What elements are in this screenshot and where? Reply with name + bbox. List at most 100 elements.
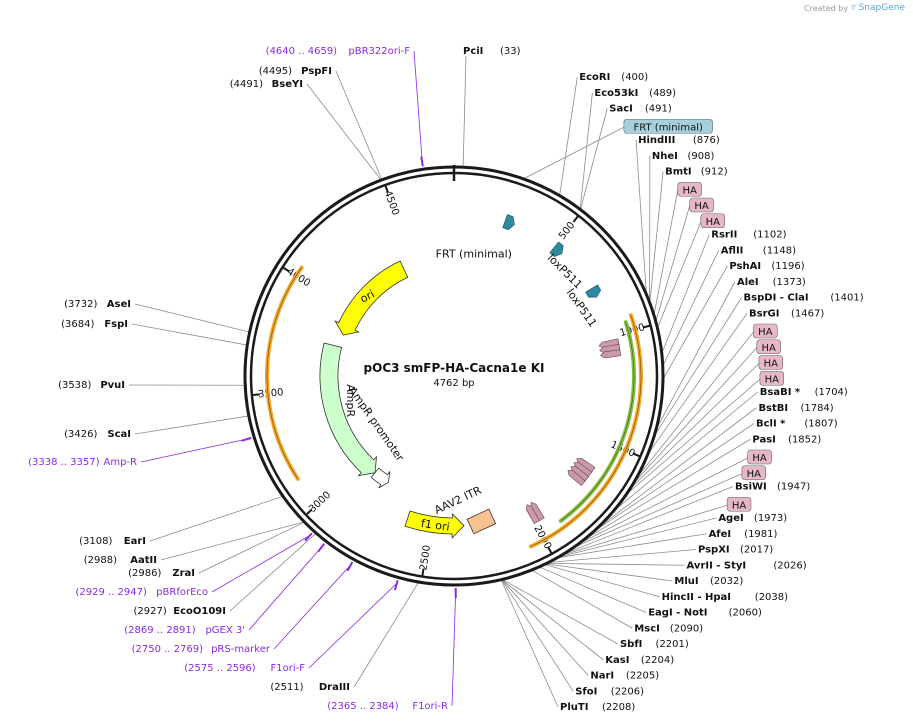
enzyme-label[interactable]: BseYI(4491) bbox=[230, 79, 303, 90]
enzyme-position: (1102) bbox=[753, 230, 786, 241]
enzyme-label[interactable]: FspI(3684) bbox=[61, 319, 128, 330]
leader-line bbox=[306, 83, 381, 180]
tag-text: HA bbox=[752, 453, 767, 464]
tag-label[interactable]: HA bbox=[689, 197, 714, 213]
primer-label[interactable]: F1ori-R(2365 .. 2384) bbox=[327, 701, 448, 712]
tag-label[interactable]: FRT (minimal) bbox=[623, 118, 713, 134]
enzyme-position: (2032) bbox=[710, 576, 743, 587]
enzyme-name: BstBI bbox=[758, 403, 788, 414]
feature-label: AmpR bbox=[344, 384, 357, 417]
tag-label[interactable]: HA bbox=[759, 370, 785, 386]
primer-name: pBR322ori-F bbox=[348, 46, 410, 57]
tag-box bbox=[759, 370, 785, 386]
feature-shape bbox=[502, 214, 515, 231]
enzyme-label[interactable]: PspXI(2017) bbox=[698, 545, 773, 556]
enzyme-label[interactable]: AatII(2988) bbox=[84, 555, 157, 566]
enzyme-label[interactable]: BmtI(912) bbox=[665, 167, 728, 178]
enzyme-label[interactable]: SfoI(2206) bbox=[575, 686, 644, 697]
leader-line bbox=[577, 473, 743, 547]
enzyme-label[interactable]: SbfI(2201) bbox=[620, 639, 689, 650]
primer-position: (2929 .. 2947) bbox=[75, 587, 147, 598]
primer-label[interactable]: F1ori-F(2575 .. 2596) bbox=[184, 663, 305, 674]
primer-name: F1ori-R bbox=[412, 701, 448, 712]
enzyme-label[interactable]: PasI(1852) bbox=[752, 434, 821, 445]
enzyme-label[interactable]: PciI(33) bbox=[463, 46, 521, 57]
primer-label[interactable]: pBR322ori-F(4640 .. 4659) bbox=[266, 46, 411, 57]
tag-label[interactable]: HA bbox=[700, 213, 726, 229]
primer-mark bbox=[241, 436, 252, 442]
enzyme-label[interactable]: AvrII - StyI(2026) bbox=[687, 560, 807, 571]
enzyme-label[interactable]: PshAI(1196) bbox=[729, 261, 804, 272]
enzyme-label[interactable]: Eco53kI(489) bbox=[594, 88, 676, 99]
enzyme-name: AatII bbox=[130, 555, 157, 566]
tag-label[interactable]: HA bbox=[753, 323, 778, 339]
primer-mark bbox=[346, 561, 354, 572]
leader-line bbox=[134, 415, 248, 435]
enzyme-name: BclI * bbox=[756, 419, 786, 430]
feature-loxp511[interactable]: loxP511 bbox=[545, 241, 585, 291]
enzyme-label[interactable]: ZraI(2986) bbox=[128, 568, 195, 579]
tag-text: HA bbox=[761, 343, 776, 354]
enzyme-label[interactable]: AseI(3732) bbox=[64, 299, 131, 310]
enzyme-label[interactable]: PvuI(3538) bbox=[58, 380, 125, 391]
enzyme-label[interactable]: HindIII(876) bbox=[638, 135, 720, 146]
enzyme-label[interactable]: AfeI(1981) bbox=[709, 529, 778, 540]
enzyme-label[interactable]: BsiWI(1947) bbox=[735, 482, 810, 493]
enzyme-label[interactable]: EagI - NotI(2060) bbox=[648, 608, 762, 619]
enzyme-label[interactable]: DraIII(2511) bbox=[270, 682, 350, 693]
feature-ori[interactable]: ori bbox=[334, 260, 409, 336]
primer-label[interactable]: Amp-R(3338 .. 3357) bbox=[28, 457, 137, 468]
enzyme-label[interactable]: MscI(2090) bbox=[634, 623, 703, 634]
enzyme-position: (489) bbox=[649, 88, 676, 99]
enzyme-label[interactable]: ScaI(3426) bbox=[64, 429, 131, 440]
tag-label[interactable]: HA bbox=[747, 449, 772, 465]
enzyme-label[interactable]: BstBI(1784) bbox=[758, 403, 833, 414]
credit-brand: SnapGene bbox=[858, 3, 905, 13]
tag-label[interactable]: HA bbox=[677, 181, 702, 197]
enzyme-label[interactable]: NarI(2205) bbox=[590, 671, 659, 682]
green-arc-right-outline bbox=[560, 322, 635, 522]
primer-mark bbox=[304, 532, 313, 542]
leader-line bbox=[502, 579, 604, 661]
enzyme-label[interactable]: EcoO109I(2927) bbox=[134, 606, 226, 617]
enzyme-label[interactable]: NheI(908) bbox=[652, 151, 715, 162]
enzyme-label[interactable]: EarI(3108) bbox=[79, 536, 146, 547]
tag-label[interactable]: HA bbox=[741, 465, 766, 481]
tag-label[interactable]: HA bbox=[756, 339, 781, 355]
primer-position: (3338 .. 3357) bbox=[28, 457, 100, 468]
enzyme-label[interactable]: MluI (2032) bbox=[674, 576, 743, 587]
enzyme-name: FspI bbox=[104, 319, 128, 330]
primer-label[interactable]: pGEX 3'(2869 .. 2891) bbox=[124, 625, 245, 636]
enzyme-label[interactable]: SacI(491) bbox=[609, 104, 672, 115]
enzyme-label[interactable]: BspDI - ClaI(1401) bbox=[744, 293, 864, 304]
enzyme-position: (2204) bbox=[641, 655, 674, 666]
enzyme-name: MluI bbox=[674, 576, 698, 587]
feature-loxp511[interactable]: loxP511 bbox=[564, 284, 603, 330]
leader-line bbox=[617, 391, 759, 508]
enzyme-label[interactable]: AflII(1148) bbox=[721, 245, 796, 256]
enzyme-label[interactable]: BsaBI *(1704) bbox=[760, 387, 848, 398]
enzyme-label[interactable]: AgeI(1973) bbox=[718, 513, 787, 524]
feature-ampr[interactable]: AmpR bbox=[319, 342, 378, 477]
primer-label[interactable]: pBRforEco(2929 .. 2947) bbox=[75, 587, 208, 598]
primer-mark bbox=[420, 156, 424, 167]
feature-frt-minimal-[interactable]: FRT (minimal) bbox=[436, 214, 517, 261]
enzyme-position: (2927) bbox=[134, 606, 167, 617]
tag-label[interactable]: HA bbox=[726, 496, 752, 512]
enzyme-name: BmtI bbox=[665, 167, 692, 178]
enzyme-label[interactable]: EcoRI(400) bbox=[579, 72, 648, 83]
enzyme-label[interactable]: PluTI(2208) bbox=[560, 702, 635, 713]
enzyme-label[interactable]: RsrII(1102) bbox=[711, 230, 786, 241]
tag-label[interactable]: HA bbox=[758, 355, 784, 370]
leader-line bbox=[198, 522, 304, 574]
enzyme-label[interactable]: BclI *(1807) bbox=[756, 419, 838, 430]
feature-f1-ori[interactable]: f1 ori bbox=[404, 510, 465, 539]
plasmid-center-title: pOC3 smFP-HA-Cacna1e KI 4762 bp bbox=[364, 361, 545, 389]
primer-label[interactable]: pRS-marker(2750 .. 2769) bbox=[132, 644, 271, 655]
snapgene-credit: Created by ▿ SnapGene bbox=[804, 3, 905, 13]
enzyme-label[interactable]: BsrGI(1467) bbox=[749, 308, 824, 319]
enzyme-label[interactable]: HincII - HpaI(2038) bbox=[662, 592, 789, 603]
enzyme-label[interactable]: KasI(2204) bbox=[605, 655, 674, 666]
enzyme-label[interactable]: PspFI(4495) bbox=[259, 66, 332, 77]
enzyme-label[interactable]: AleI(1373) bbox=[737, 277, 806, 288]
